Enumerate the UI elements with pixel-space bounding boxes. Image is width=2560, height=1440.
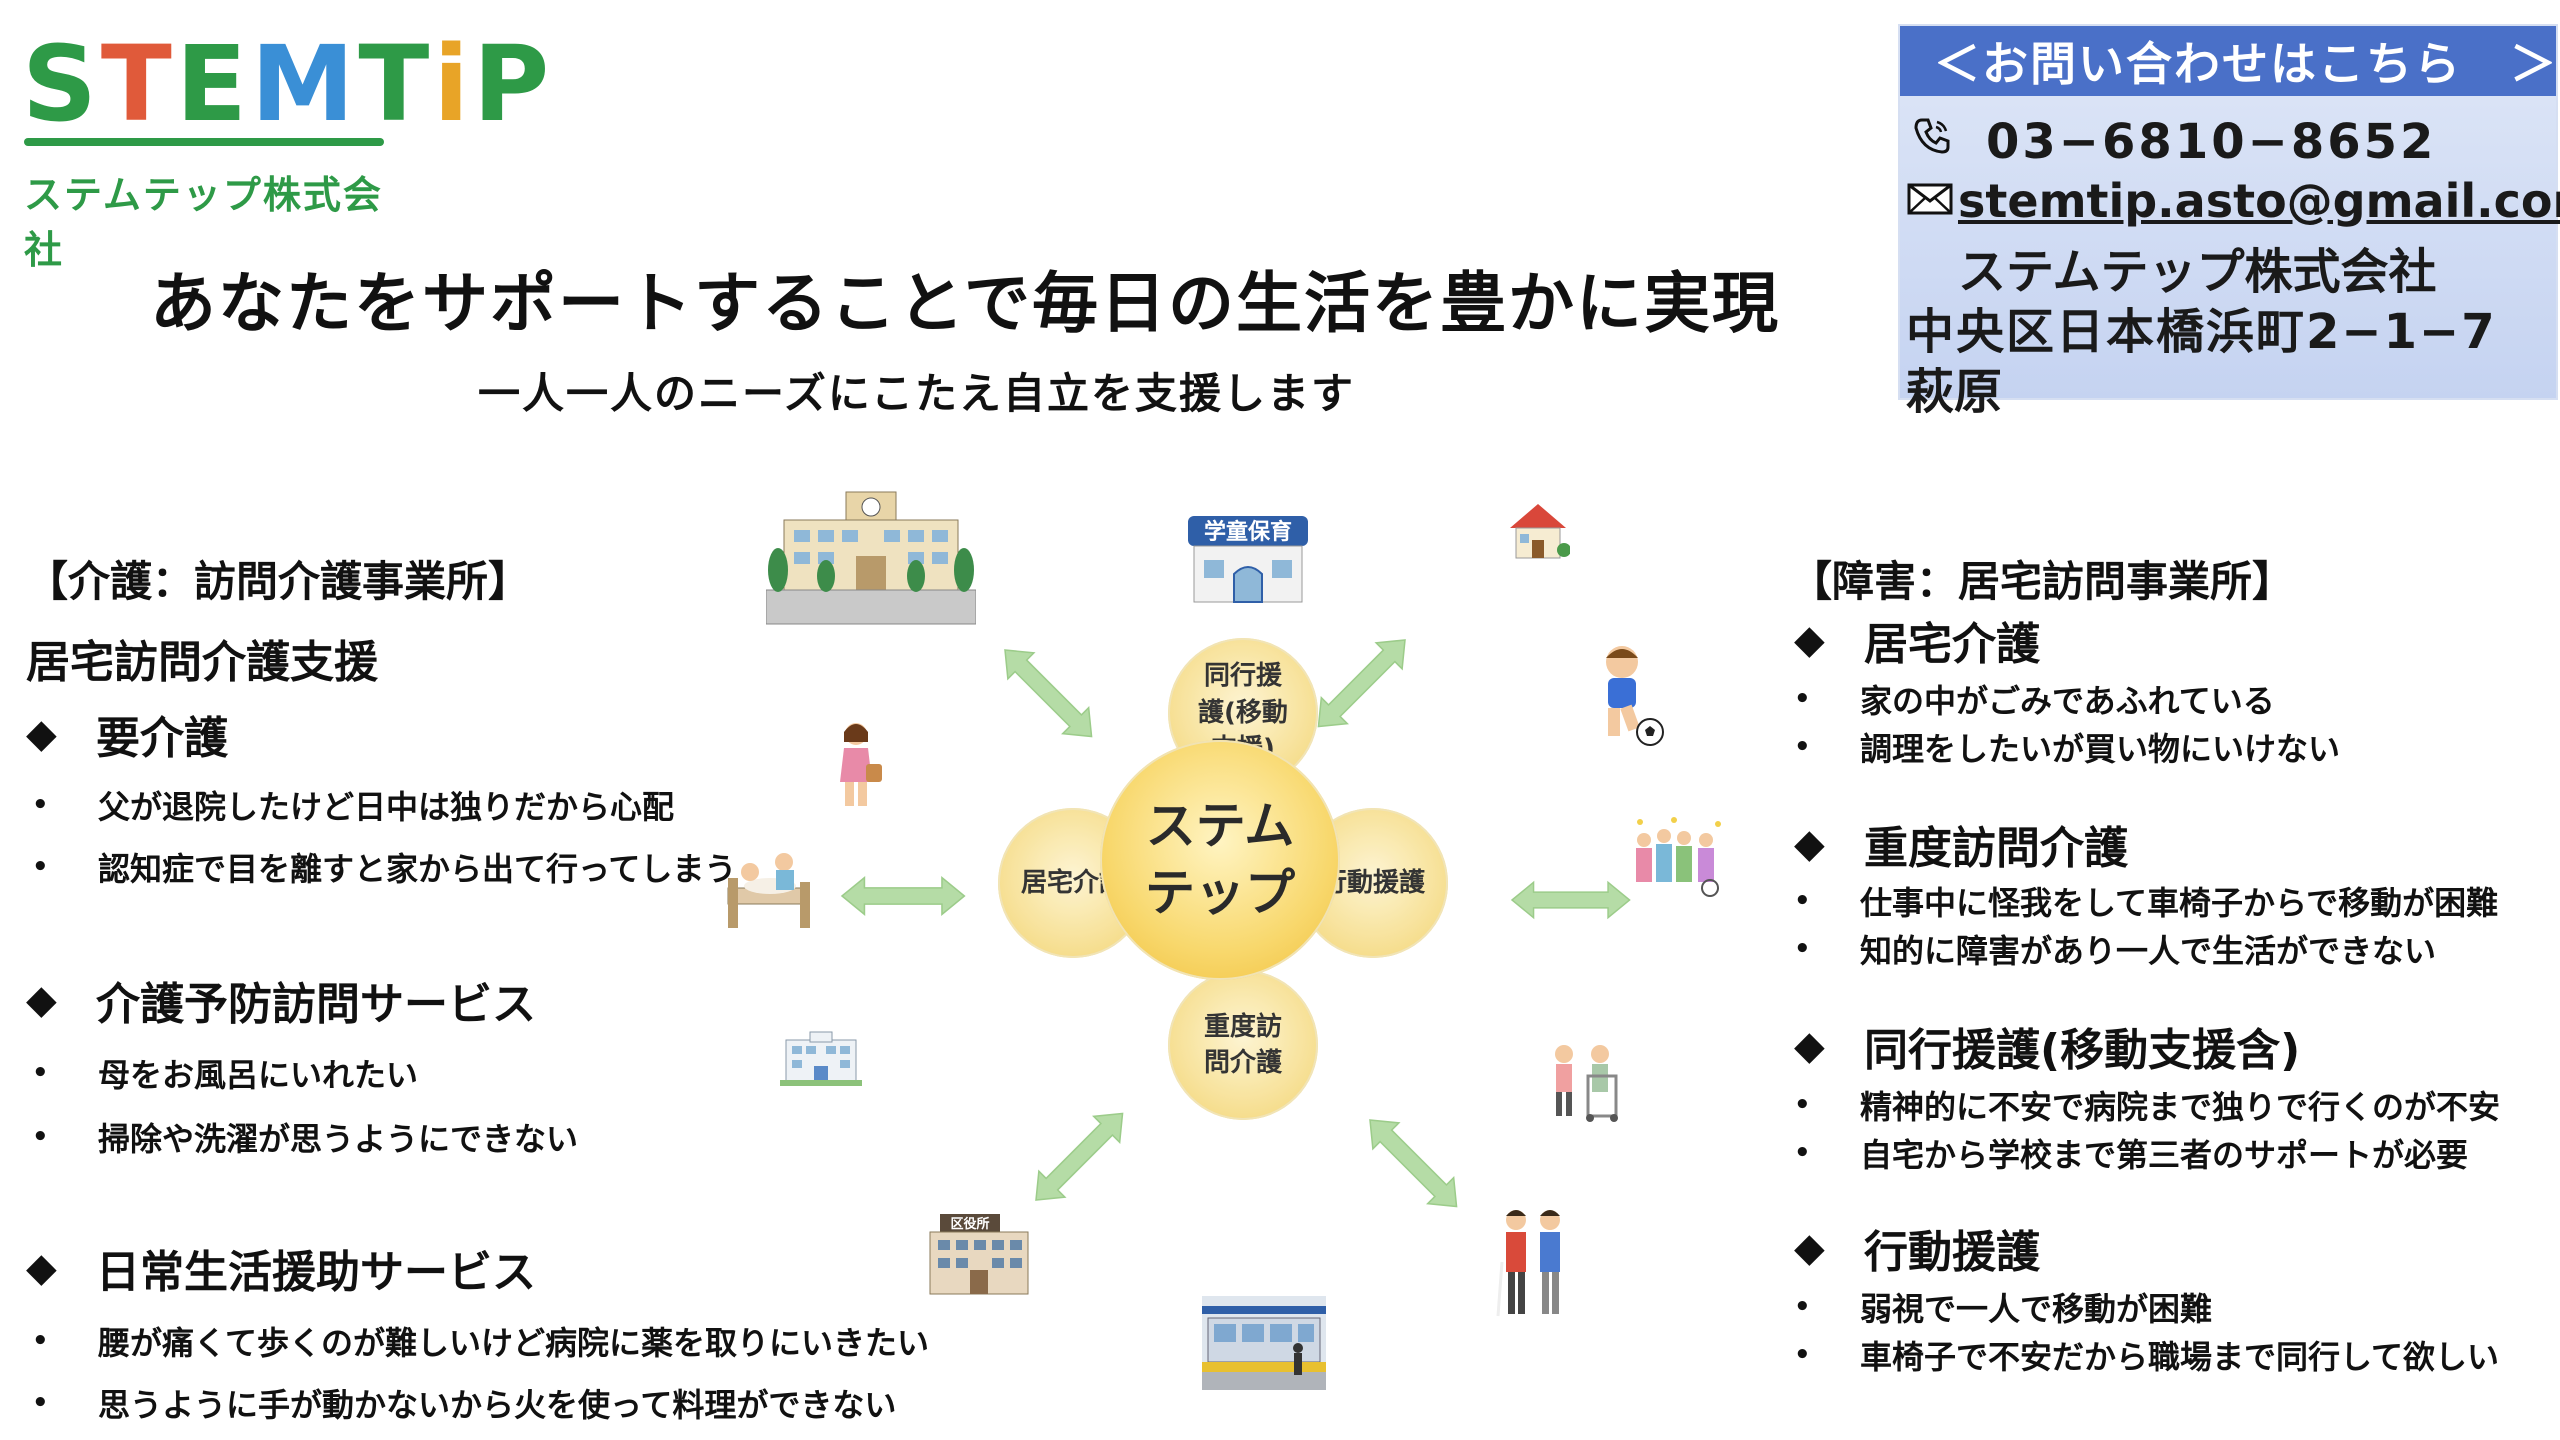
- school-building-icon: [766, 491, 976, 625]
- child-soccer-icon: [1606, 646, 1664, 746]
- list-item: • 調理をしたいが買い物にいけない: [1788, 724, 2340, 770]
- diamond-bullet-icon: ◆: [26, 977, 57, 1023]
- section-heading: ◆ 要介護: [26, 711, 228, 764]
- bullet-icon: •: [1794, 1090, 1811, 1120]
- caregiver-woman-icon: [840, 723, 882, 806]
- bullet-icon: •: [32, 1122, 49, 1152]
- list-item: • 自宅から学校まで第三者のサポートが必要: [1788, 1130, 2468, 1176]
- bullet-icon: •: [32, 1058, 49, 1088]
- arrow-right: [1511, 881, 1631, 919]
- gakudo-sign: 学童保育: [1204, 519, 1292, 545]
- contact-address: 中央区日本橋浜町2−1−7: [1906, 304, 2497, 360]
- bullet-icon: •: [32, 852, 49, 882]
- contact-company: ステムテップ株式会社: [1958, 244, 2437, 300]
- diamond-bullet-icon: ◆: [1794, 821, 1825, 867]
- bullet-icon: •: [1794, 1340, 1811, 1370]
- logo-letter: T: [100, 23, 176, 145]
- diamond-bullet-icon: ◆: [1794, 617, 1825, 663]
- arrow-top-right: [1304, 626, 1419, 741]
- list-item: • 腰が痛くて歩くのが難しいけど病院に薬を取りにいきたい: [26, 1318, 929, 1364]
- train-station-platform-icon: [1202, 1296, 1326, 1390]
- list-item: • 車椅子で不安だから職場まで同行して欲しい: [1788, 1332, 2499, 1378]
- logo-letter: E: [175, 23, 251, 145]
- guided-walk-icon: [1496, 1210, 1560, 1317]
- logo-subtitle: ステムテップ株式会社: [24, 173, 383, 272]
- subheadline: 一人一人のニーズにこたえ自立を支援します: [478, 369, 1356, 418]
- bullet-icon: •: [32, 790, 49, 820]
- contact-box: ＜お問い合わせはこちら ＞ 03−6810−8652 stemtip.asto@…: [1898, 24, 2560, 420]
- headline: あなたをサポートすることで毎日の生活を豊かに実現: [150, 265, 1781, 342]
- section-heading: ◆ 同行援護(移動支援含): [1794, 1023, 2301, 1076]
- bullet-icon: •: [1794, 886, 1811, 916]
- bedside-care-icon: [727, 853, 810, 928]
- logo-underline: [24, 138, 384, 146]
- contact-phone-row: 03−6810−8652: [1910, 114, 2436, 170]
- logo-letter: P: [473, 23, 554, 145]
- house-icon: [1510, 504, 1570, 559]
- section-heading: ◆ 介護予防訪問サービス: [26, 977, 536, 1030]
- list-item: • 母をお風呂にいれたい: [26, 1050, 418, 1096]
- diamond-bullet-icon: ◆: [1794, 1023, 1825, 1069]
- list-item: • 知的に障害があり一人で生活ができない: [1788, 926, 2436, 972]
- phone-icon: [1910, 114, 1954, 170]
- contact-email-row: stemtip.asto@gmail.com: [1906, 174, 2560, 228]
- section-heading: ◆ 日常生活援助サービス: [26, 1245, 536, 1298]
- list-item: • 家の中がごみであふれている: [1788, 676, 2275, 722]
- arrow-top-left: [991, 636, 1106, 751]
- city-hall-sign: 区役所: [950, 1216, 989, 1232]
- mail-icon: [1906, 174, 1954, 228]
- bullet-icon: •: [1794, 1138, 1811, 1168]
- circle-stemtip-center: ステムテップ: [1100, 740, 1340, 980]
- section-heading: ◆ 重度訪問介護: [1794, 821, 2128, 874]
- bullet-icon: •: [32, 1388, 49, 1418]
- left-subtitle: 居宅訪問介護支援: [26, 637, 378, 688]
- service-diagram: 同行援護(移動支援) 居宅介護 行動援護 重度訪問介護 ステムテップ: [960, 600, 1480, 1120]
- list-item: • 思うように手が動かないから火を使って料理ができない: [26, 1380, 896, 1426]
- diamond-bullet-icon: ◆: [26, 1245, 57, 1291]
- list-item: • 認知症で目を離すと家から出て行ってしまう: [26, 844, 736, 890]
- arrow-left: [841, 876, 966, 916]
- bullet-icon: •: [1794, 1292, 1811, 1322]
- logo-letter: T: [358, 23, 434, 145]
- diamond-bullet-icon: ◆: [1794, 1225, 1825, 1271]
- arrow-bottom-right: [1356, 1106, 1471, 1221]
- phone-number[interactable]: 03−6810−8652: [1986, 114, 2437, 170]
- logo-letter: i: [433, 23, 474, 145]
- walking-assistance-icon: [1555, 1045, 1618, 1122]
- after-school-care-building-icon: 学童保育: [1188, 516, 1308, 603]
- bullet-icon: •: [1794, 934, 1811, 964]
- left-title: 【介護：訪問介護事業所】: [26, 557, 531, 606]
- email-link[interactable]: stemtip.asto@gmail.com: [1958, 174, 2560, 228]
- bullet-icon: •: [1794, 684, 1811, 714]
- disability-care-column: 【障害：居宅訪問事業所】 ◆ 居宅介護 • 家の中がごみであふれている • 調理…: [1780, 548, 2540, 1428]
- right-title: 【障害：居宅訪問事業所】: [1790, 557, 2295, 606]
- contact-person: 萩原: [1906, 364, 2003, 420]
- hospital-building-icon: [780, 1031, 862, 1086]
- group-of-people-icon: [1636, 817, 1721, 897]
- list-item: • 弱視で一人で移動が困難: [1788, 1284, 2212, 1330]
- list-item: • 父が退院したけど日中は独りだから心配: [26, 782, 674, 828]
- section-heading: ◆ 行動援護: [1794, 1225, 2040, 1278]
- bullet-icon: •: [32, 1326, 49, 1356]
- circle-severe-visit-care: 重度訪問介護: [1168, 970, 1318, 1120]
- list-item: • 精神的に不安で病院まで独りで行くのが不安: [1788, 1082, 2500, 1128]
- nursing-care-column: 【介護：訪問介護事業所】 居宅訪問介護支援 ◆ 要介護 • 父が退院したけど日中…: [26, 548, 929, 1428]
- contact-header: ＜お問い合わせはこちら ＞: [1900, 26, 2556, 96]
- list-item: • 仕事中に怪我をして車椅子からで移動が困難: [1788, 878, 2498, 924]
- logo-letter: M: [250, 23, 359, 145]
- bullet-icon: •: [1794, 732, 1811, 762]
- arrow-bottom-left: [1022, 1099, 1137, 1214]
- logo-letter: S: [22, 23, 101, 145]
- section-heading: ◆ 居宅介護: [1794, 617, 2040, 670]
- diamond-bullet-icon: ◆: [26, 711, 57, 757]
- city-hall-building-icon: 区役所: [929, 1214, 1029, 1295]
- list-item: • 掃除や洗濯が思うようにできない: [26, 1114, 578, 1160]
